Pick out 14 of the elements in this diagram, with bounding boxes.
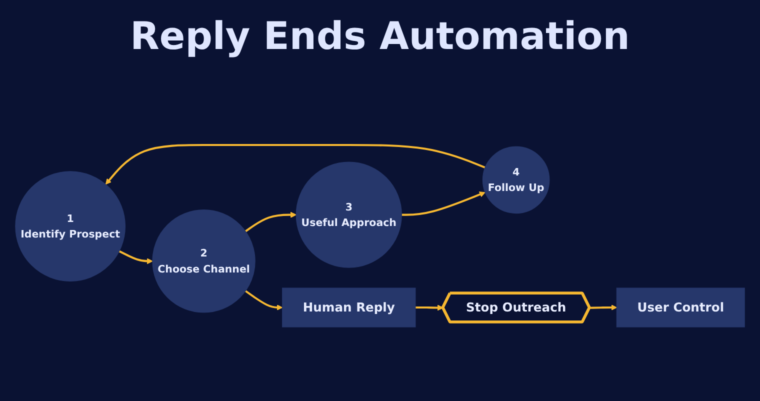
diagram-title: Reply Ends Automation xyxy=(129,14,631,58)
node-circle: 2 Choose Channel xyxy=(152,210,256,313)
arrow xyxy=(118,250,153,264)
arrow xyxy=(590,304,617,310)
arrow xyxy=(244,212,296,232)
node-circle: 1 Identify Prospect xyxy=(15,171,126,282)
arrow xyxy=(415,304,444,311)
node-circle: 4 Follow Up xyxy=(482,146,550,214)
node-circle: 3 Useful Approach xyxy=(296,162,402,268)
node-box: Human Reply xyxy=(282,288,416,328)
arrow xyxy=(105,144,486,185)
arrow xyxy=(244,290,283,310)
node-box: User Control xyxy=(616,288,745,328)
arrow xyxy=(402,192,486,216)
